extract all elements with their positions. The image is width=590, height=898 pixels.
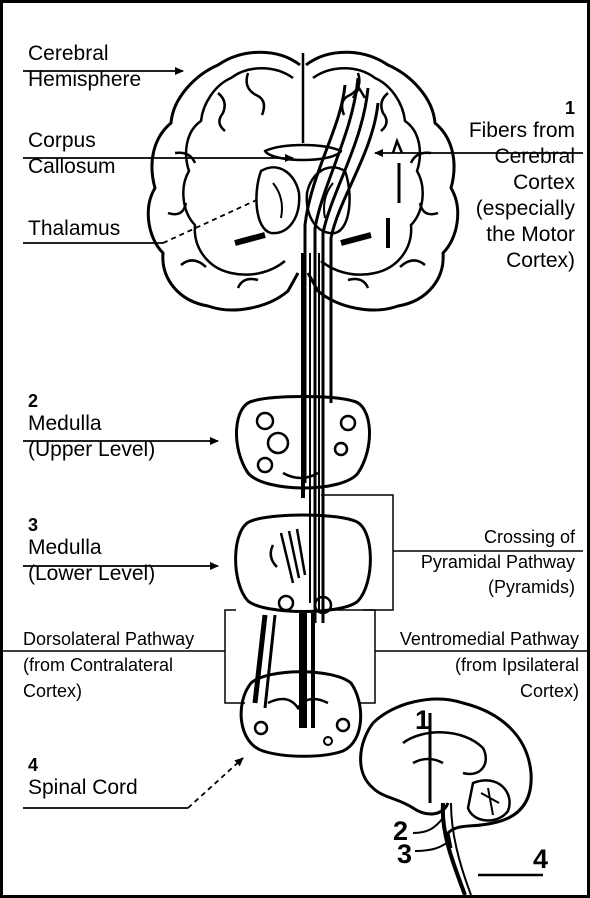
crossing-line-2: Pyramidal Pathway xyxy=(421,550,575,575)
medulla-lower-number: 3 xyxy=(28,515,155,535)
spinal-cord-label: 4 Spinal Cord xyxy=(28,755,138,801)
medulla-upper-label: 2 Medulla (Upper Level) xyxy=(28,391,155,463)
dorsolateral-line-2: (from Contralateral xyxy=(23,652,194,678)
medulla-lower-line-1: Medulla xyxy=(28,535,155,561)
crossing-line-3: (Pyramids) xyxy=(421,575,575,600)
thalamus-label: Thalamus xyxy=(28,216,120,242)
ventromedial-line-1: Ventromedial Pathway xyxy=(400,626,579,652)
fibers-line-6: Cortex) xyxy=(469,248,575,274)
ventromedial-line-2: (from Ipsilateral xyxy=(400,652,579,678)
corpus-callosum-line-1: Corpus xyxy=(28,128,116,154)
ventromedial-label: Ventromedial Pathway (from Ipsilateral C… xyxy=(400,626,579,704)
fibers-line-3: Cortex xyxy=(469,170,575,196)
medulla-lower-line-2: (Lower Level) xyxy=(28,561,155,587)
medulla-upper-line-1: Medulla xyxy=(28,411,155,437)
fibers-line-1: Fibers from xyxy=(469,118,575,144)
medulla-lower-label: 3 Medulla (Lower Level) xyxy=(28,515,155,587)
fibers-line-5: the Motor xyxy=(469,222,575,248)
dorsolateral-line-3: Cortex) xyxy=(23,678,194,704)
inset-number-3: 3 xyxy=(397,841,412,868)
crossing-bracket xyxy=(321,495,393,610)
medulla-upper-line-2: (Upper Level) xyxy=(28,437,155,463)
fibers-line-4: (especially xyxy=(469,196,575,222)
dorsolateral-line-1: Dorsolateral Pathway xyxy=(23,626,194,652)
medulla-lower-section xyxy=(236,515,371,613)
inset-number-4: 4 xyxy=(533,846,548,873)
fibers-number: 1 xyxy=(469,98,575,118)
cerebral-hemisphere-line-2: Hemisphere xyxy=(28,67,141,93)
cerebral-hemisphere-line-1: Cerebral xyxy=(28,41,141,67)
medulla-upper-number: 2 xyxy=(28,391,155,411)
cerebral-hemisphere-label: Cerebral Hemisphere xyxy=(28,41,141,93)
fibers-label: 1 Fibers from Cerebral Cortex (especiall… xyxy=(469,98,575,274)
dorsolateral-label: Dorsolateral Pathway (from Contralateral… xyxy=(23,626,194,704)
spinal-cord-number: 4 xyxy=(28,755,138,775)
fibers-line-2: Cerebral xyxy=(469,144,575,170)
corpus-callosum-line-2: Callosum xyxy=(28,154,116,180)
ventromedial-line-3: Cortex) xyxy=(400,678,579,704)
spinal-cord-line-1: Spinal Cord xyxy=(28,775,138,801)
inset-brain-sagittal xyxy=(361,699,532,895)
inset-number-1: 1 xyxy=(415,707,430,734)
crossing-line-1: Crossing of xyxy=(421,525,575,550)
corpus-callosum-label: Corpus Callosum xyxy=(28,128,116,180)
crossing-label: Crossing of Pyramidal Pathway (Pyramids) xyxy=(421,525,575,600)
